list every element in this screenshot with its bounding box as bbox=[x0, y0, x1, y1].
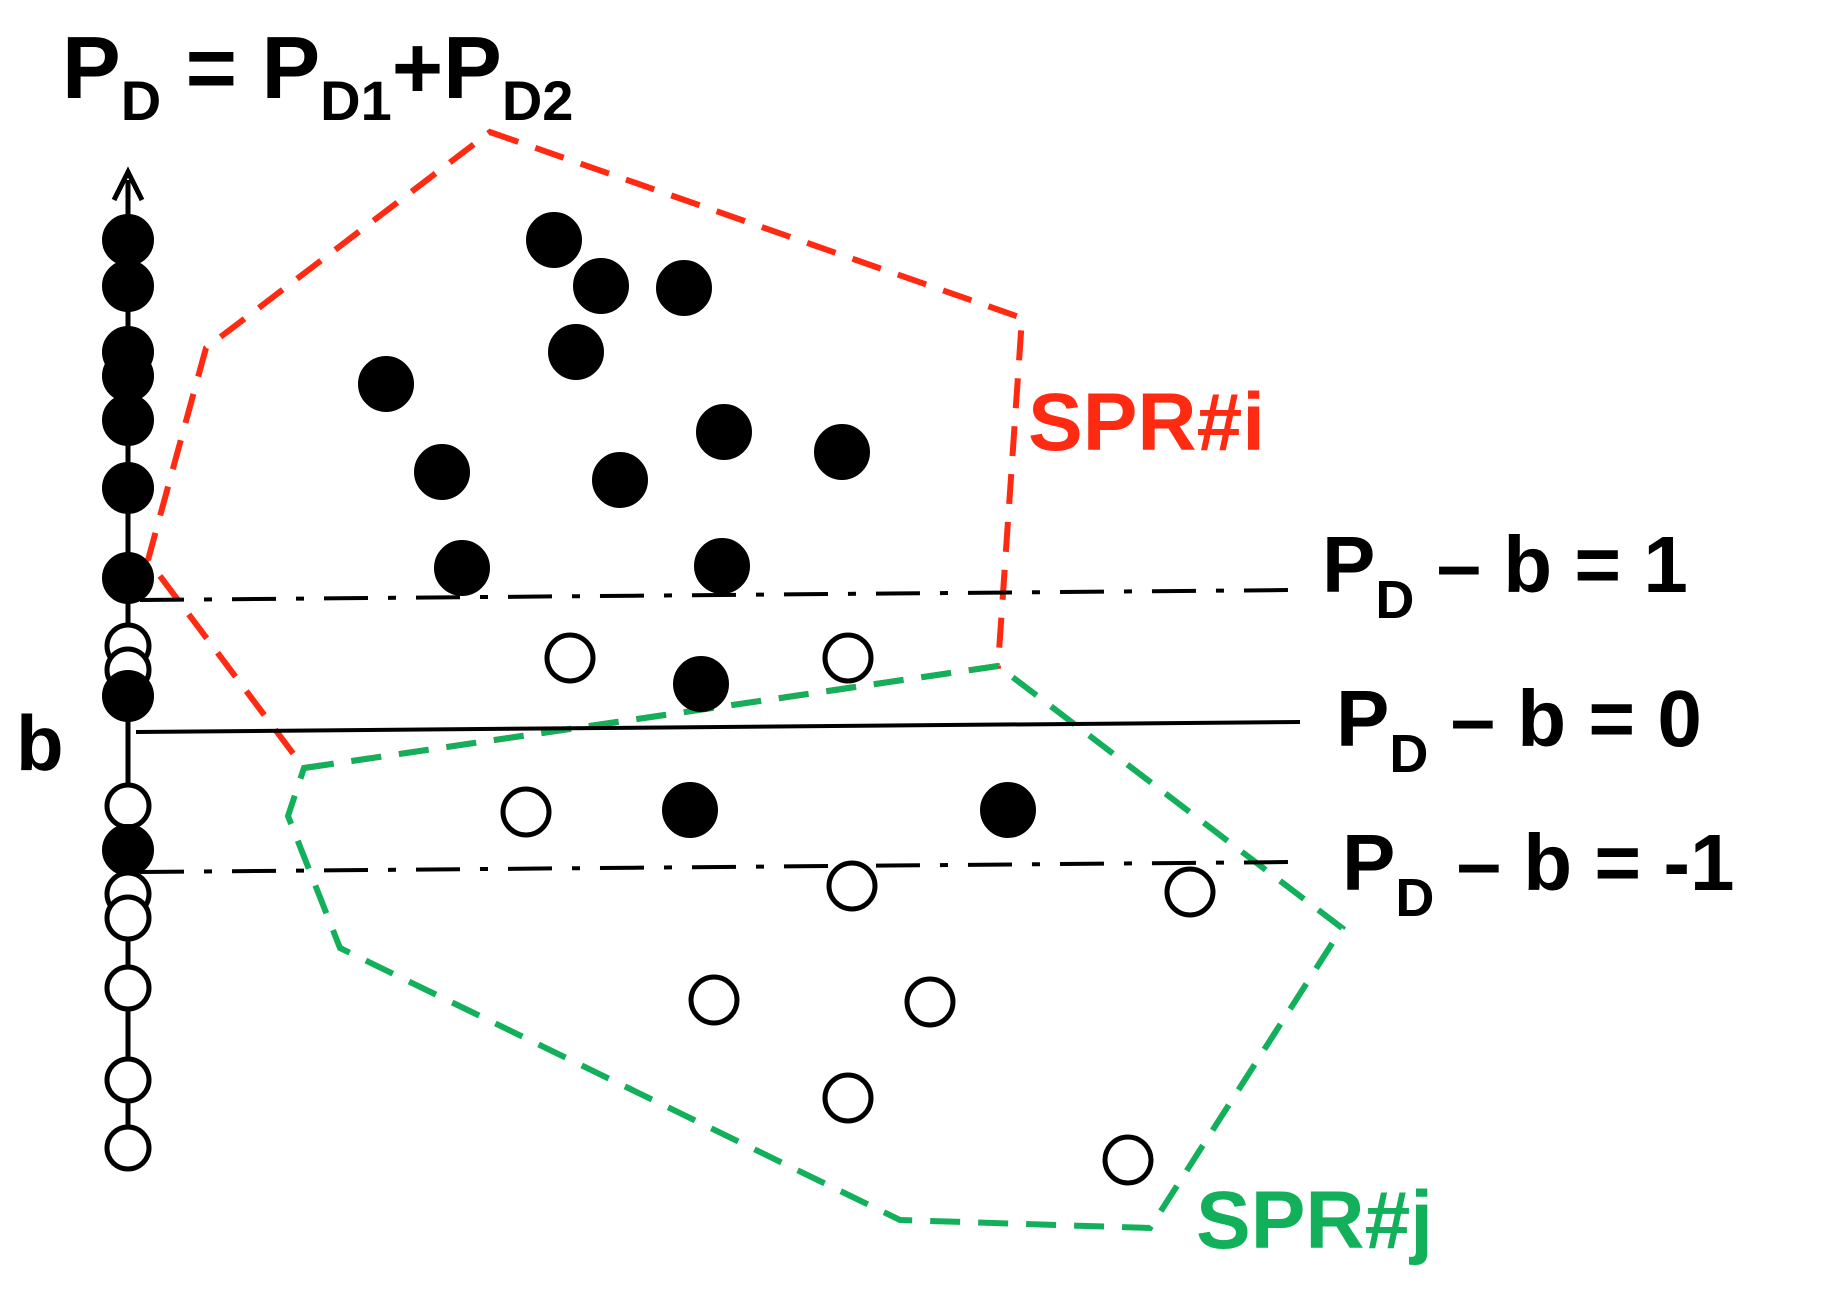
data-point-filled bbox=[573, 258, 629, 314]
axis-point-filled bbox=[102, 824, 154, 876]
data-point-filled bbox=[414, 444, 470, 500]
data-point-filled bbox=[434, 540, 490, 596]
axis-point-filled bbox=[102, 214, 154, 266]
axis-point-open bbox=[104, 894, 152, 942]
data-point-open bbox=[544, 632, 596, 684]
axis-projection-points bbox=[102, 214, 154, 1172]
axis-point-open bbox=[104, 964, 152, 1012]
data-point-filled bbox=[656, 260, 712, 316]
data-point-filled bbox=[662, 782, 718, 838]
axis-arrow-icon bbox=[111, 166, 145, 202]
axis-point-filled bbox=[102, 350, 154, 402]
data-point-filled bbox=[696, 404, 752, 460]
data-point-open bbox=[826, 860, 878, 912]
axis-title: PD = PD1+PD2 bbox=[62, 18, 573, 132]
axis-point-open bbox=[104, 1056, 152, 1104]
data-point-filled bbox=[980, 782, 1036, 838]
data-point-filled bbox=[673, 656, 729, 712]
axis-point-filled bbox=[102, 462, 154, 514]
label-pd-b-1: PD – b = 1 bbox=[1322, 520, 1688, 630]
axis-point-filled bbox=[102, 552, 154, 604]
label-pd-b-minus1: PD – b = -1 bbox=[1342, 818, 1734, 928]
data-point-filled bbox=[694, 538, 750, 594]
axis-point-filled bbox=[102, 670, 154, 722]
spr-j-label: SPR#j bbox=[1196, 1175, 1433, 1266]
spr-i-label: SPR#i bbox=[1028, 377, 1265, 468]
data-point-open bbox=[500, 786, 552, 838]
label-pd-b-0: PD – b = 0 bbox=[1336, 674, 1702, 784]
data-point-open bbox=[822, 632, 874, 684]
data-point-filled bbox=[592, 452, 648, 508]
axis-point-open bbox=[104, 1124, 152, 1172]
axis-point-filled bbox=[102, 260, 154, 312]
data-points bbox=[358, 212, 1216, 1186]
data-point-filled bbox=[548, 324, 604, 380]
spr-j-region bbox=[284, 662, 1347, 1232]
axis-b-label: b bbox=[16, 699, 64, 787]
data-point-filled bbox=[358, 356, 414, 412]
data-point-filled bbox=[526, 212, 582, 268]
data-point-open bbox=[904, 976, 956, 1028]
axis-point-filled bbox=[102, 394, 154, 446]
data-point-open bbox=[1164, 866, 1216, 918]
line-pd-b-0 bbox=[135, 720, 1301, 734]
line-pd-b-minus1 bbox=[139, 860, 1296, 874]
data-point-open bbox=[688, 974, 740, 1026]
data-point-open bbox=[1102, 1134, 1154, 1186]
data-point-open bbox=[822, 1072, 874, 1124]
axis-point-open bbox=[104, 782, 152, 830]
line-pd-b-1 bbox=[139, 588, 1296, 602]
data-point-filled bbox=[814, 424, 870, 480]
